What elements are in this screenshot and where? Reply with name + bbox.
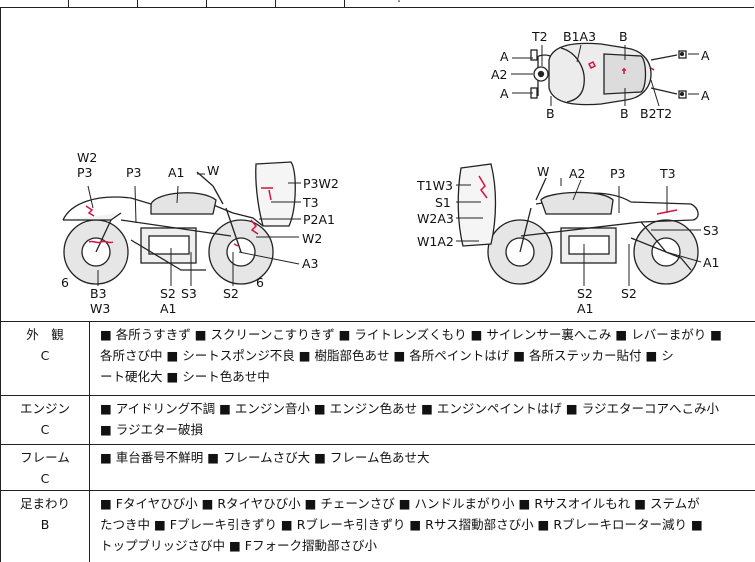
grade-label: C [40, 348, 50, 363]
right-view-label-w1a2: W1A2 [417, 234, 454, 249]
condition-row-exterior: 外 観 C ■ 各所うすきず ■ スクリーンこすりきず ■ ライトレンズくもり … [1, 321, 755, 395]
grade-label: C [40, 422, 50, 437]
condition-table: 外 観 C ■ 各所うすきず ■ スクリーンこすりきず ■ ライトレンズくもり … [0, 321, 755, 562]
column-divider [89, 396, 90, 444]
condition-row-frame: フレーム C ■ 車台番号不鮮明 ■ フレームさび大 ■ フレーム色あせ大 [1, 444, 755, 490]
table-divider [344, 0, 345, 7]
condition-row-suspension: 足まわり B ■ Fタイヤひび小 ■ Rタイヤひび小 ■ チェーンさび ■ ハン… [1, 490, 755, 562]
note-line: 各所さび中 ■ シートスポンジ不良 ■ 樹脂部色あせ ■ 各所ペイントはげ ■ … [100, 348, 674, 363]
left-view-motorcycle [62, 161, 296, 285]
category-label: 足まわり [19, 496, 70, 511]
left-view-label-t3: T3 [303, 195, 319, 210]
top-view-label-b: B [619, 29, 628, 44]
table-divider [68, 0, 69, 7]
category-label: フレーム [20, 450, 70, 465]
row-header: 外 観 C [1, 322, 89, 366]
note-line: ート硬化大 ■ シート色あせ中 [100, 369, 270, 384]
note-line: ■ ラジエター破損 [100, 422, 204, 437]
top-view-label-b: B [620, 106, 629, 121]
top-view-label-b1a3: B1A3 [563, 29, 597, 44]
note-line: ■ アイドリング不調 ■ エンジン音小 ■ エンジン色あせ ■ エンジンペイント… [100, 401, 719, 416]
note-line: トップブリッジさび中 ■ Fフォーク摺動部さび小 [100, 538, 377, 553]
condition-notes: ■ Fタイヤひび小 ■ Rタイヤひび小 ■ チェーンさび ■ ハンドルまがり小 … [100, 493, 747, 556]
left-view-label-p3: P3 [126, 165, 142, 180]
right-view-label-w: W [537, 164, 550, 179]
column-divider [89, 322, 90, 395]
condition-row-engine: エンジン C ■ アイドリング不調 ■ エンジン音小 ■ エンジン色あせ ■ エ… [1, 395, 755, 444]
top-view-label-a: A [500, 49, 509, 64]
left-view-label-w3: W3 [90, 301, 111, 316]
top-view-label-a: A [701, 48, 710, 63]
row-header: 足まわり B [1, 491, 89, 535]
right-view-label-t1w3: T1W3 [417, 178, 453, 193]
left-view-label-p3: P3 [77, 165, 93, 180]
top-view-label-b2t2: B2T2 [640, 106, 673, 121]
left-view-label-w: W [207, 163, 220, 178]
top-view-label-a: A [500, 86, 509, 101]
right-view-label-t3: T3 [660, 166, 676, 181]
left-view-label-p2a1: P2A1 [303, 212, 335, 227]
left-view-label-a1: A1 [168, 165, 185, 180]
row-header: フレーム C [1, 445, 89, 489]
left-view-label-s2: S2 [160, 286, 176, 301]
right-view-label-a2: A2 [569, 166, 586, 181]
table-divider [206, 0, 207, 7]
top-view-label-a2: A2 [491, 67, 508, 82]
grade-label: B [40, 517, 50, 532]
right-view-label-a1: A1 [577, 301, 594, 316]
left-view-label-p3w2: P3W2 [303, 176, 339, 191]
damage-diagram: T2 B1A3 B A A2 A A A B B B2T2 W2 P3 P3 A… [0, 8, 755, 321]
row-header: エンジン C [1, 396, 89, 440]
right-view-label-s1: S1 [435, 195, 451, 210]
top-fragment-text: ・ [395, 0, 403, 6]
top-view-label-a: A [701, 88, 710, 103]
category-label: エンジン [19, 401, 70, 416]
top-view-label-t2: T2 [532, 29, 548, 44]
damage-marks [85, 60, 678, 247]
condition-notes: ■ 各所うすきず ■ スクリーンこすりきず ■ ライトレンズくもり ■ サイレン… [100, 324, 747, 387]
top-view-motorcycle [530, 42, 687, 106]
left-view-label-a3: A3 [302, 256, 319, 271]
table-divider [275, 0, 276, 7]
column-divider [89, 445, 90, 490]
right-view-label-a1: A1 [703, 255, 720, 270]
right-view-label-s3: S3 [703, 223, 719, 238]
right-view-label-p3: P3 [610, 166, 626, 181]
right-view-label-s2: S2 [621, 286, 637, 301]
category-label: 外 観 [26, 327, 64, 342]
right-view-label-s2: S2 [577, 286, 593, 301]
note-line: ■ 車台番号不鮮明 ■ フレームさび大 ■ フレーム色あせ大 [100, 450, 430, 465]
left-view-label-6: 6 [256, 275, 264, 290]
column-divider [89, 491, 90, 562]
note-line: ■ 各所うすきず ■ スクリーンこすりきず ■ ライトレンズくもり ■ サイレン… [100, 327, 722, 342]
condition-notes: ■ 車台番号不鮮明 ■ フレームさび大 ■ フレーム色あせ大 [100, 447, 747, 468]
note-line: ■ Fタイヤひび小 ■ Rタイヤひび小 ■ チェーンさび ■ ハンドルまがり小 … [100, 496, 700, 511]
left-view-label-6: 6 [61, 275, 69, 290]
motorcycle-drawings [62, 42, 702, 286]
left-view-label-w2: W2 [77, 150, 98, 165]
top-view-label-b: B [546, 106, 555, 121]
left-view-label-a1: A1 [160, 301, 177, 316]
top-table-fragment: ・ [0, 0, 754, 8]
left-view-label-b3: B3 [90, 286, 107, 301]
left-view-label-s3: S3 [181, 286, 197, 301]
left-view-label-w2: W2 [302, 231, 323, 246]
right-view-motorcycle [457, 163, 699, 285]
note-line: たつき中 ■ Fブレーキ引きずり ■ Rブレーキ引きずり ■ Rサス摺動部さび小… [100, 517, 703, 532]
condition-notes: ■ アイドリング不調 ■ エンジン音小 ■ エンジン色あせ ■ エンジンペイント… [100, 398, 747, 440]
grade-label: C [40, 471, 50, 486]
left-view-label-s2: S2 [223, 286, 239, 301]
right-view-label-w2a3: W2A3 [417, 211, 454, 226]
table-divider [137, 0, 138, 7]
